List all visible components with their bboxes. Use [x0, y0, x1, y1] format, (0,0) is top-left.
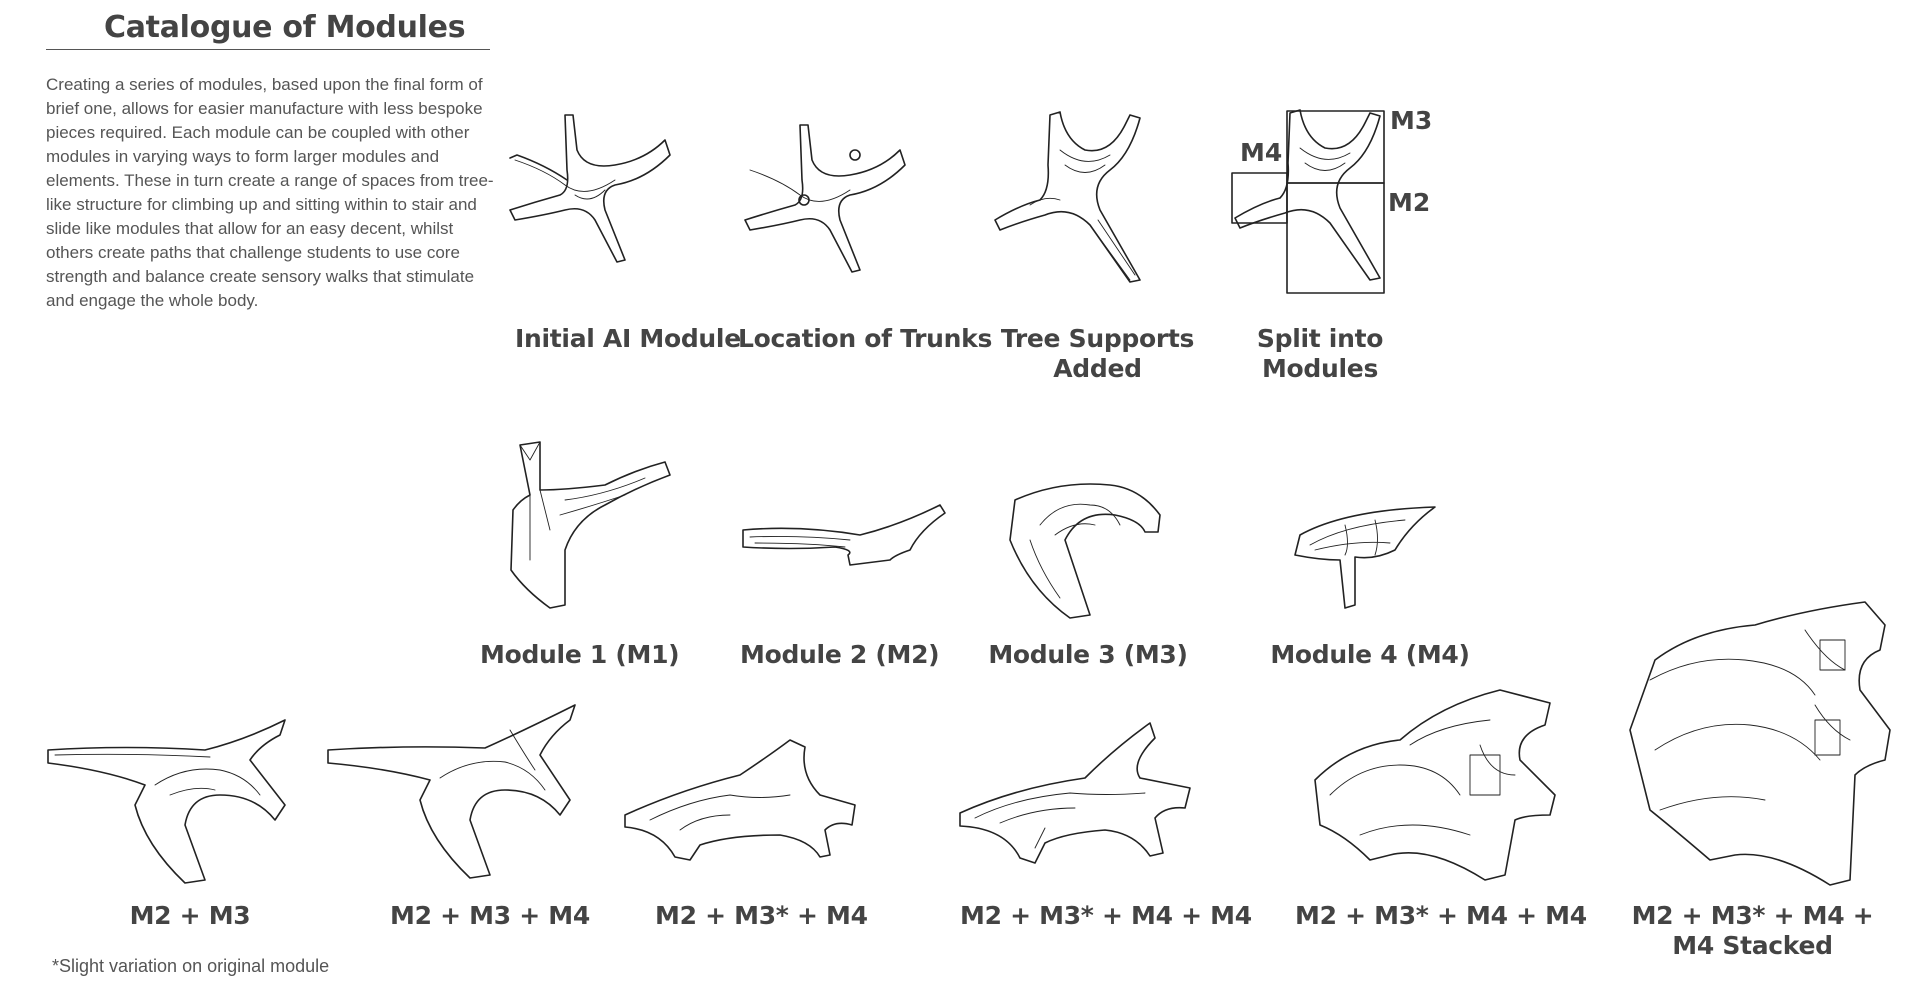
intro-paragraph: Creating a series of modules, based upon…: [46, 75, 494, 310]
module-4-drawing: [1294, 506, 1436, 609]
footnote: *Slight variation on original module: [52, 956, 330, 976]
caption-location-of-trunks: Location of Trunks: [738, 324, 993, 353]
caption-combo-stacked: M2 + M3* + M4 + M4 Stacked: [1631, 901, 1874, 960]
caption-module-4: Module 4 (M4): [1270, 640, 1470, 669]
combo-m2-m3star-m4-drawing: [624, 739, 856, 861]
caption-combo-m2-m3star-m4-m4-second: M2 + M3* + M4 + M4: [1295, 901, 1587, 930]
split-label-m3: M3: [1390, 106, 1433, 135]
combo-m2-m3-drawing: [47, 719, 286, 884]
caption-combo-m2-m3-m4: M2 + M3 + M4: [390, 901, 590, 930]
split-label-m2: M2: [1388, 188, 1431, 217]
initial-ai-module-drawing: [509, 114, 671, 263]
caption-initial-ai-module: Initial AI Module: [515, 324, 741, 353]
page-title: Catalogue of Modules: [104, 10, 466, 45]
caption-combo-m2-m3: M2 + M3: [129, 901, 251, 930]
caption-module-3: Module 3 (M3): [988, 640, 1188, 669]
module-3-drawing: [1009, 483, 1161, 619]
module-1-drawing: [510, 441, 671, 609]
split-into-modules-drawing: [1231, 109, 1385, 294]
combo-stacked-drawing: [1629, 601, 1891, 886]
module-2-drawing: [742, 504, 946, 566]
caption-tree-supports-added: Tree Supports Added: [1000, 324, 1195, 383]
caption-split-into-modules: Split into Modules: [1256, 324, 1384, 383]
combo-m2-m3star-m4-m4-second-drawing: [1314, 689, 1556, 881]
caption-combo-m2-m3star-m4: M2 + M3* + M4: [655, 901, 868, 930]
title-underline: [46, 49, 490, 50]
caption-combo-m2-m3star-m4-m4-first: M2 + M3* + M4 + M4: [960, 901, 1252, 930]
combo-m2-m3-m4-drawing: [327, 704, 576, 879]
tree-supports-added-drawing: [994, 111, 1141, 283]
combo-m2-m3star-m4-m4-drawing: [959, 722, 1191, 864]
location-of-trunks-drawing: [744, 124, 906, 273]
caption-module-2: Module 2 (M2): [740, 640, 940, 669]
caption-module-1: Module 1 (M1): [480, 640, 680, 669]
split-label-m4: M4: [1240, 138, 1283, 167]
